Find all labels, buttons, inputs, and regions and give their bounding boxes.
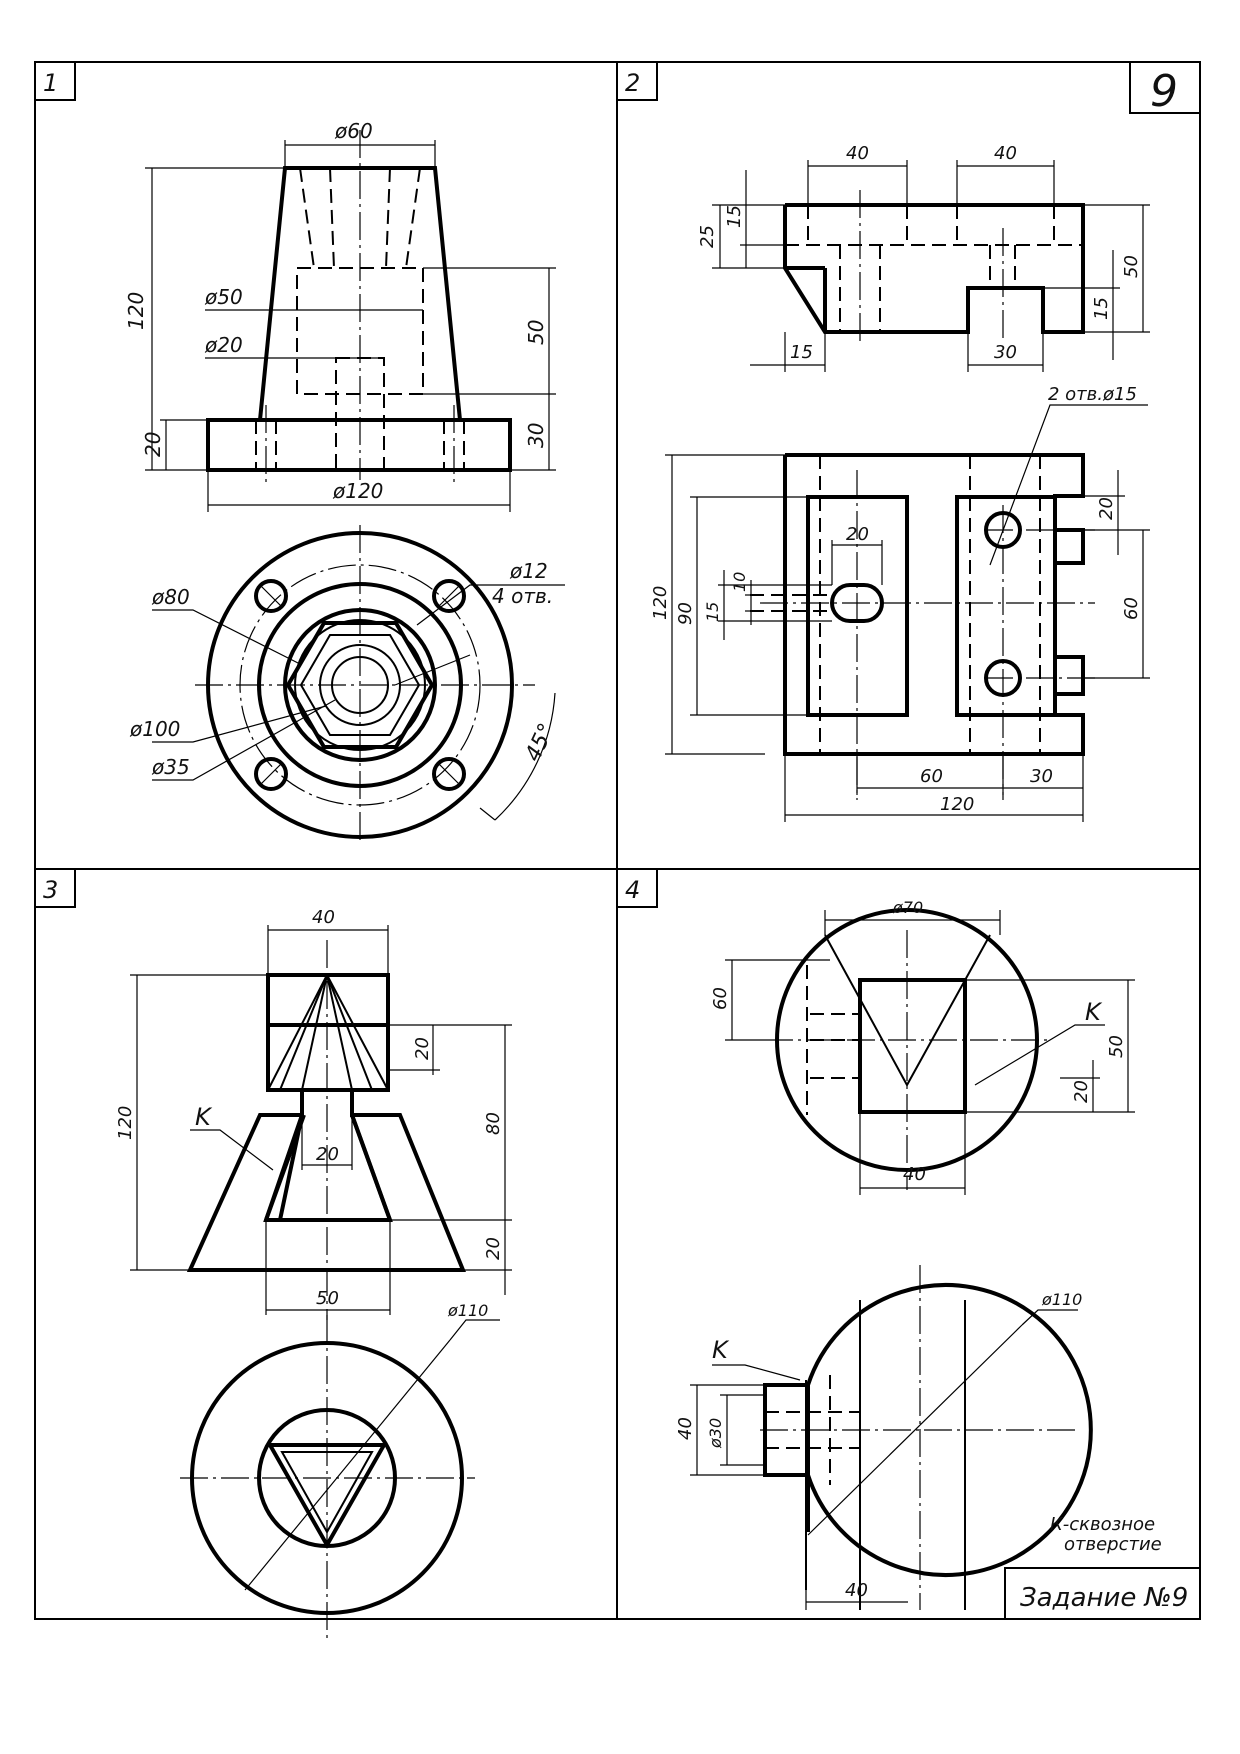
panel4-top-view (690, 1265, 1093, 1610)
p3-dim-h20b: 20 (483, 1237, 504, 1260)
p1-dim-d20: ø20 (204, 333, 243, 357)
p1-dim-d80: ø80 (151, 585, 190, 609)
p3-dim-h120: 120 (115, 1106, 136, 1140)
p4-note-line2: отверстие (1064, 1534, 1162, 1555)
p2-dim-h10: 10 (730, 572, 749, 592)
p2-dim-w40a: 40 (846, 143, 869, 164)
p1-dim-holes: 4 отв. (492, 584, 553, 608)
p2-dim-h15b: 15 (1091, 297, 1112, 320)
sheet-frame (34, 61, 1201, 1620)
p4-dim-w40a: 40 (903, 1164, 926, 1185)
p3-dim-w50: 50 (316, 1288, 339, 1309)
p3-dim-w20: 20 (316, 1144, 339, 1165)
p1-dim-d60: ø60 (334, 119, 373, 143)
p2-dim-h15a: 15 (724, 205, 745, 228)
p3-dim-w40: 40 (312, 907, 335, 928)
panel3-front-view (130, 925, 512, 1320)
p2-dim-w20: 20 (846, 524, 869, 545)
p1-dim-h30: 30 (524, 423, 548, 448)
p4-dim-w40b: 40 (845, 1580, 868, 1601)
panel-number-2: 2 (625, 69, 640, 97)
p4-dim-h50: 50 (1106, 1035, 1127, 1058)
p2-dim-h50: 50 (1121, 255, 1142, 278)
p2-dim-h25: 25 (697, 225, 718, 248)
panel3-top-view (180, 1315, 500, 1640)
p1-dim-d35: ø35 (151, 755, 190, 779)
p1-dim-h20: 20 (141, 432, 165, 457)
p2-dim-holes: 2 отв.ø15 (1048, 384, 1137, 405)
p4-note-line1: К-сквозное (1050, 1514, 1155, 1535)
p1-dim-d120: ø120 (332, 479, 383, 503)
p4-dim-d110: ø110 (1041, 1290, 1082, 1309)
p4-dim-h20: 20 (1071, 1080, 1092, 1103)
p2-dim-w120: 120 (940, 794, 974, 815)
p3-dim-d110: ø110 (447, 1301, 488, 1320)
panel1-top-view (152, 525, 565, 840)
p1-dim-h50: 50 (524, 320, 548, 345)
p4-dim-h60: 60 (710, 987, 731, 1010)
p2-dim-h90: 90 (675, 602, 696, 625)
panel2-front-view (712, 160, 1150, 372)
panel-number-4: 4 (625, 876, 640, 904)
panel2-top-view (665, 404, 1150, 822)
p2-dim-h15c: 15 (703, 602, 722, 622)
p4-label-k2: K (712, 1336, 730, 1364)
p4-dim-d70: ø70 (892, 898, 923, 917)
p2-dim-w30b: 30 (1030, 766, 1053, 787)
panel-number-1: 1 (43, 69, 58, 97)
p1-dim-d100: ø100 (129, 717, 180, 741)
p1-dim-d12: ø12 (509, 559, 548, 583)
p1-dim-angle: 45° (521, 720, 560, 766)
variant-number: 9 (1150, 66, 1178, 117)
p2-dim-w15: 15 (790, 342, 813, 363)
p1-dim-d50: ø50 (204, 285, 243, 309)
p3-label-k: K (195, 1103, 213, 1131)
p2-dim-h20: 20 (1096, 497, 1117, 520)
p2-dim-w30: 30 (994, 342, 1017, 363)
p3-dim-h20a: 20 (412, 1037, 433, 1060)
p2-dim-w40b: 40 (994, 143, 1017, 164)
p2-dim-h60: 60 (1121, 597, 1142, 620)
p1-dim-h120: 120 (124, 292, 148, 330)
p3-dim-h80: 80 (483, 1112, 504, 1135)
p4-dim-h40: 40 (675, 1417, 696, 1440)
panel4-front-view (725, 908, 1135, 1195)
p2-dim-w60: 60 (920, 766, 943, 787)
panel-number-3: 3 (43, 876, 58, 904)
task-title: Задание №9 (1020, 1583, 1188, 1613)
panel1-front-view (145, 130, 556, 512)
p2-dim-h120: 120 (650, 586, 671, 620)
p4-label-k1: K (1085, 998, 1103, 1026)
p4-dim-d30: ø30 (706, 1418, 725, 1449)
